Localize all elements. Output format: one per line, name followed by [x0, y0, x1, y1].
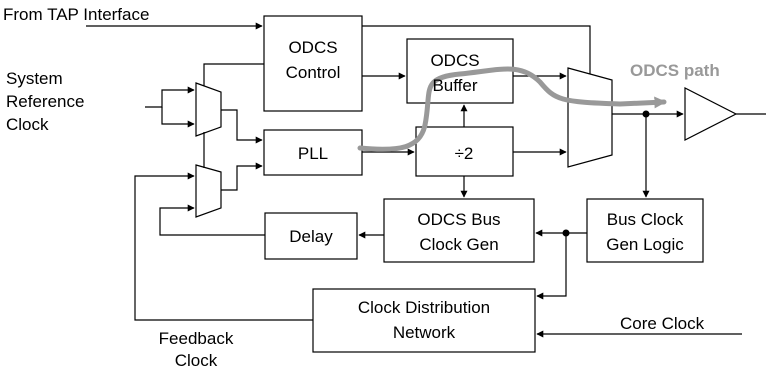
- output-mux: [567, 67, 613, 168]
- feedback-clock-label-line2: Clock: [175, 351, 218, 370]
- refmux-to-pll-wire: [221, 109, 263, 144]
- feedback-clock-wire: [134, 172, 313, 321]
- bus-clock-gen-logic-label-line1: Bus Clock: [607, 210, 684, 229]
- delay-block: [264, 212, 358, 260]
- core-clock-label: Core Clock: [620, 314, 705, 333]
- odcs-control-label-line2: Control: [286, 63, 341, 82]
- fbmux-to-pll-wire: [221, 162, 263, 191]
- odcs-control-label-line1: ODCS: [288, 38, 337, 57]
- clock-distribution-label-line1: Clock Distribution: [358, 298, 490, 317]
- odcs-bus-clock-gen-label-line1: ODCS Bus: [417, 210, 500, 229]
- odcs-control-block: [263, 15, 363, 112]
- pll-label: PLL: [298, 144, 328, 163]
- odcs-path-curve: [357, 66, 667, 152]
- control-select-top: [203, 63, 264, 86]
- bus-clock-gen-logic-label-line2: Gen Logic: [606, 235, 684, 254]
- ref-clock-mux: [195, 82, 222, 137]
- feedback-clock-label-line1: Feedback: [159, 329, 234, 348]
- odcs-bus-clock-gen-label-line2: Clock Gen: [419, 235, 498, 254]
- tap-interface-label: From TAP Interface: [3, 5, 149, 24]
- system-ref-label-line2: Reference: [6, 92, 84, 111]
- bus-clock-gen-logic-block: [586, 198, 704, 263]
- odcs-bus-clock-gen-block: [383, 198, 535, 263]
- pll-block: [263, 129, 363, 176]
- bus-to-distribution-wire: [536, 233, 567, 300]
- odcs-path-label: ODCS path: [630, 61, 720, 80]
- control-to-outmux-wire: [362, 25, 591, 74]
- ref-clock-wire-top: [145, 86, 195, 108]
- divider-label: ÷2: [455, 144, 474, 163]
- odcs-buffer-label-line1: ODCS: [430, 51, 479, 70]
- clock-distribution-label-line2: Network: [393, 323, 456, 342]
- system-ref-label-line1: System: [6, 69, 63, 88]
- delay-to-fbmux-wire: [159, 204, 265, 236]
- delay-label: Delay: [289, 227, 333, 246]
- ref-clock-wire-bottom: [161, 107, 195, 128]
- output-buffer-triangle: [684, 87, 738, 141]
- system-ref-label-line3: Clock: [6, 115, 49, 134]
- feedback-mux: [195, 164, 222, 218]
- odcs-buffer-label-line2: Buffer: [432, 76, 477, 95]
